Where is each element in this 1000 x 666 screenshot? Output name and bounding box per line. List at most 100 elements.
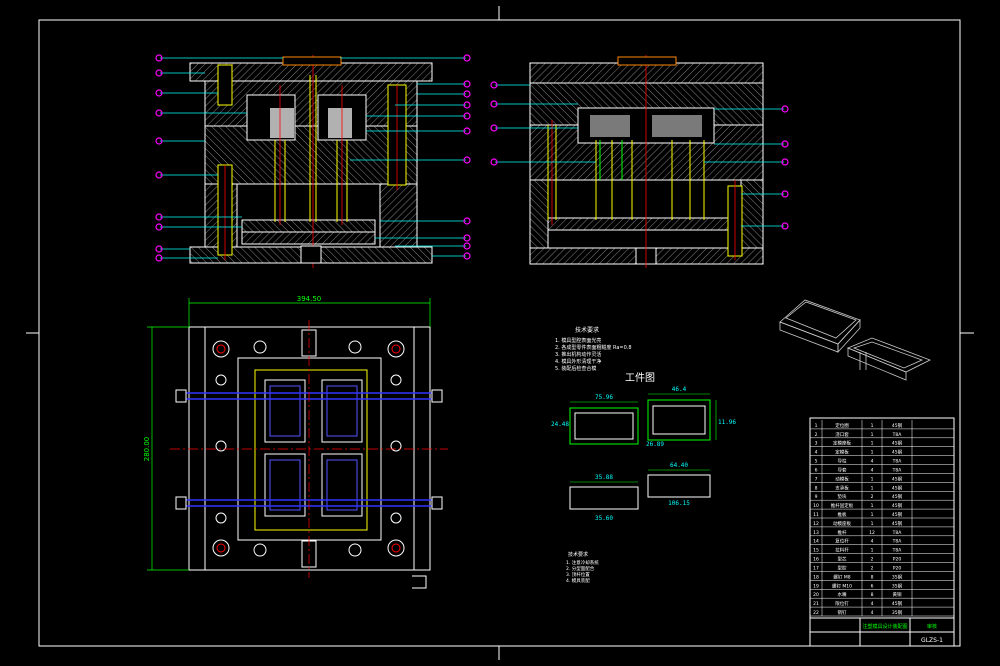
parts-list-cell: 4 — [871, 539, 874, 545]
parts-list-cell: 1 — [871, 432, 874, 438]
parts-list-cell: 定位圈 — [835, 422, 849, 429]
parts-list-cell: 4 — [815, 450, 818, 456]
parts-list-cell: 螺钉 M10 — [832, 582, 852, 589]
parts-list-cell: 9 — [815, 494, 818, 500]
parts-list-cell: 15 — [813, 548, 819, 554]
parts-list-cell: 水嘴 — [838, 591, 847, 598]
workpiece-title: 工件图 — [625, 372, 655, 384]
parts-list-cell: 2 — [871, 565, 874, 571]
wp-dim-4: 106.15 — [668, 500, 690, 507]
parts-list-cell: 推板 — [838, 511, 847, 518]
notes-2-line: 4. 模具装配 — [566, 577, 590, 584]
parts-list-cell: 1 — [871, 485, 874, 491]
parts-list-cell: 13 — [813, 530, 819, 536]
wp-dim-6: 35.60 — [595, 515, 613, 522]
parts-list-cell: 1 — [871, 548, 874, 554]
wp-dim-9: 11.96 — [718, 419, 736, 426]
isometric-view — [779, 299, 931, 381]
parts-list-cell: 45钢 — [892, 511, 903, 518]
parts-list-cell: 定模板 — [835, 449, 849, 456]
parts-list-cell: 45钢 — [892, 440, 903, 447]
parts-list-cell: 6 — [815, 467, 818, 473]
parts-list-cell: 14 — [813, 539, 819, 545]
technical-notes-1: 技术要求 1. 模具型腔表面光亮 2. 各成型零件表面粗糙度 Ra=0.8 3.… — [555, 326, 632, 372]
parts-list-cell: 17 — [813, 565, 819, 571]
parts-list-cell: 4 — [871, 467, 874, 473]
wp-dim-5: 35.88 — [595, 474, 613, 481]
parts-list-cell: 5 — [815, 459, 818, 465]
parts-list-cell: 45钢 — [892, 475, 903, 482]
parts-list-cell: 18 — [813, 574, 819, 580]
parts-list-cell: 35钢 — [892, 582, 903, 589]
plan-width-dimension: 394.50 — [297, 295, 322, 303]
notes-1-line: 1. 模具型腔表面光亮 — [555, 337, 601, 344]
parts-list-cell: 导柱 — [838, 458, 847, 465]
parts-list-cell: 10 — [813, 503, 819, 509]
notes-2-line: 2. 分型面配合 — [566, 565, 595, 572]
parts-list-cell: P20 — [893, 557, 902, 563]
wp-dim-7: 24.48 — [551, 421, 569, 428]
plan-height-dimension: 280.00 — [143, 437, 151, 462]
parts-list-cell: 45钢 — [892, 600, 903, 607]
parts-list-cell: 浇口套 — [835, 431, 849, 438]
parts-list-cell: 定模座板 — [833, 440, 851, 447]
parts-list-cell: 35钢 — [892, 609, 903, 616]
workpiece-view: 工件图 75.96 46.4 64.40 106.15 35.88 35.60 … — [551, 372, 736, 522]
parts-list-cell: 2 — [871, 494, 874, 500]
parts-list-cell: 限位钉 — [835, 600, 849, 607]
wp-dim-1: 75.96 — [595, 394, 613, 401]
parts-list-cell: 7 — [815, 476, 818, 482]
parts-list-cell: 推杆固定板 — [831, 502, 854, 509]
notes-1-line: 3. 推出机构动作灵活 — [555, 351, 601, 358]
parts-list-cell: 1 — [871, 503, 874, 509]
notes-1-title: 技术要求 — [575, 326, 599, 334]
parts-list-cell: 复位杆 — [835, 538, 849, 545]
parts-list-cell: P20 — [893, 565, 902, 571]
notes-1-line: 4. 模具外形清理干净 — [555, 358, 601, 365]
parts-list-cell: 45钢 — [892, 502, 903, 509]
sheet-frame — [26, 6, 974, 660]
parts-list-cell: 型腔 — [838, 564, 847, 571]
plan-view: 394.50 280.00 — [143, 295, 448, 589]
notes-1-line: 5. 装配后检查合模 — [555, 365, 596, 372]
parts-list-cell: 20 — [813, 592, 819, 598]
parts-list-cell: 21 — [813, 601, 819, 607]
parts-list-cell: 拉料杆 — [835, 547, 849, 554]
parts-list-cell: 推杆 — [838, 529, 847, 536]
side-section-view — [490, 55, 789, 268]
parts-list-cell: 35钢 — [892, 573, 903, 580]
parts-list-cell: 45钢 — [892, 520, 903, 527]
parts-list-cell: 45钢 — [892, 493, 903, 500]
parts-list-cell: 45钢 — [892, 484, 903, 491]
parts-list-cell: T8A — [892, 432, 903, 438]
title-block-approval: 审核 — [927, 623, 937, 630]
parts-list-cell: 8 — [871, 574, 874, 580]
wp-dim-8: 26.89 — [646, 441, 664, 448]
parts-list-cell: T8A — [892, 548, 903, 554]
parts-list-cell: 8 — [871, 592, 874, 598]
parts-list-cell: 2 — [871, 557, 874, 563]
parts-list-cell: 4 — [871, 459, 874, 465]
parts-list-cell: 22 — [813, 610, 819, 616]
parts-list-cell: 动模板 — [835, 475, 849, 482]
parts-list-cell: 16 — [813, 557, 819, 563]
parts-list-cell: 1 — [871, 512, 874, 518]
title-block: 注塑模具设计装配图 GLZS-1 审核 — [809, 617, 955, 647]
wp-dim-3: 64.40 — [670, 462, 688, 469]
notes-2-line: 3. 顶杆位置 — [566, 571, 590, 578]
parts-list-cell: 型芯 — [838, 556, 847, 563]
parts-list-cell: 螺钉 M8 — [833, 573, 850, 580]
parts-list-cell: 销钉 — [838, 609, 847, 616]
parts-list-cell: 支承板 — [835, 484, 849, 491]
front-section-view — [155, 54, 471, 268]
parts-list-cell: 动模座板 — [833, 520, 851, 527]
parts-list-cell: 45钢 — [892, 422, 903, 429]
parts-list-cell: 1 — [871, 441, 874, 447]
parts-list-cell: T8A — [892, 530, 903, 536]
parts-list-cell: 12 — [869, 530, 875, 536]
parts-list-cell: 2 — [815, 432, 818, 438]
parts-list-cell: 1 — [871, 450, 874, 456]
parts-list-cell: 黄铜 — [893, 591, 902, 598]
